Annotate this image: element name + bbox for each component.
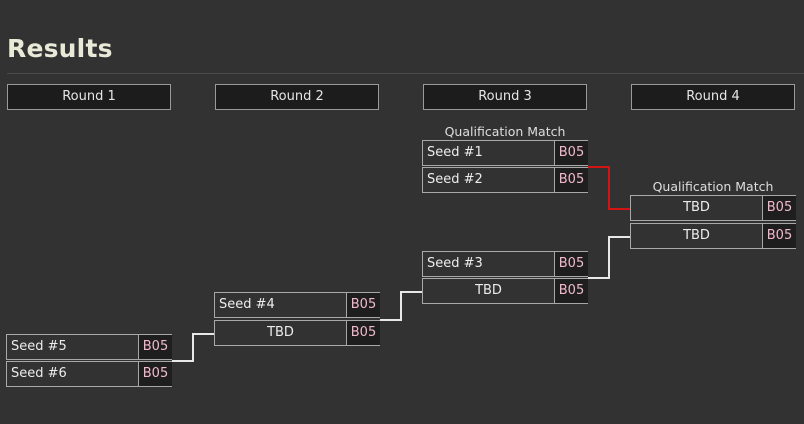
connector-r3b-r4 xyxy=(588,236,630,279)
score-cell: B05 xyxy=(554,168,588,192)
score-cell: B05 xyxy=(346,321,380,345)
team-name: TBD xyxy=(683,200,710,215)
team-name: Seed #3 xyxy=(427,256,483,271)
score-cell: B05 xyxy=(762,224,796,248)
r3b-top-slot[interactable]: Seed #3 B05 xyxy=(422,251,588,277)
team-name: TBD xyxy=(683,228,710,243)
team-name: Seed #6 xyxy=(11,366,67,381)
r4-top-slot[interactable]: TBD B05 xyxy=(630,195,796,221)
team-name: Seed #1 xyxy=(427,145,483,160)
score-cell: B05 xyxy=(554,252,588,276)
connector-r1-r2 xyxy=(172,333,214,362)
r1-bottom-slot[interactable]: Seed #6 B05 xyxy=(6,361,172,387)
connector-r2-r3 xyxy=(380,291,422,321)
round-1-header: Round 1 xyxy=(7,84,171,110)
page-title: Results xyxy=(7,34,113,63)
team-name: Seed #2 xyxy=(427,172,483,187)
r3-match-label: Qualification Match xyxy=(444,124,566,139)
r4-match-label: Qualification Match xyxy=(652,179,774,194)
team-name: TBD xyxy=(267,325,294,340)
connector-r3a-r4 xyxy=(588,166,630,210)
score-cell: B05 xyxy=(138,362,172,386)
score-cell: B05 xyxy=(762,196,796,220)
r4-bottom-slot[interactable]: TBD B05 xyxy=(630,223,796,249)
score-cell: B05 xyxy=(346,293,380,317)
round-2-header: Round 2 xyxy=(215,84,379,110)
title-divider xyxy=(7,73,804,74)
r3b-bottom-slot[interactable]: TBD B05 xyxy=(422,278,588,304)
team-name: TBD xyxy=(475,283,502,298)
r2-top-slot[interactable]: Seed #4 B05 xyxy=(214,292,380,318)
r3a-bottom-slot[interactable]: Seed #2 B05 xyxy=(422,167,588,193)
score-cell: B05 xyxy=(138,335,172,359)
team-name: Seed #4 xyxy=(219,297,275,312)
r1-top-slot[interactable]: Seed #5 B05 xyxy=(6,334,172,360)
round-4-header: Round 4 xyxy=(631,84,795,110)
score-cell: B05 xyxy=(554,279,588,303)
r3a-top-slot[interactable]: Seed #1 B05 xyxy=(422,140,588,166)
team-name: Seed #5 xyxy=(11,339,67,354)
score-cell: B05 xyxy=(554,141,588,165)
round-3-header: Round 3 xyxy=(423,84,587,110)
r2-bottom-slot[interactable]: TBD B05 xyxy=(214,320,380,346)
